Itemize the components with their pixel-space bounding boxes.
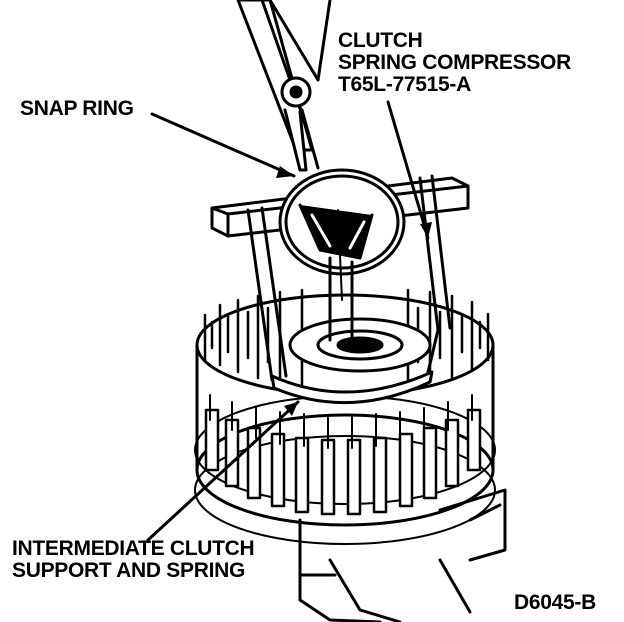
arrowheads bbox=[276, 166, 432, 416]
clutch-spring-compressor-label: CLUTCH SPRING COMPRESSOR T65L-77515-A bbox=[338, 30, 571, 96]
figure-id-label: D6045-B bbox=[514, 591, 596, 614]
clutch-spring-compressor-line-3: T65L-77515-A bbox=[338, 73, 471, 96]
clutch-spring-compressor-line-2: SPRING COMPRESSOR bbox=[338, 51, 571, 74]
leader-snap-ring bbox=[150, 112, 296, 178]
intermediate-clutch-label: INTERMEDIATE CLUTCH SUPPORT AND SPRING bbox=[12, 537, 255, 582]
intermediate-clutch-line-2: SUPPORT AND SPRING bbox=[12, 559, 246, 582]
leader-intermediate-clutch bbox=[146, 400, 300, 542]
leader-lines bbox=[146, 100, 430, 542]
snap-ring-label: SNAP RING bbox=[20, 97, 134, 120]
intermediate-clutch-line-1: INTERMEDIATE CLUTCH bbox=[12, 537, 255, 560]
leader-clutch-spring-compressor bbox=[386, 100, 430, 240]
snap-ring-pliers bbox=[236, 0, 332, 172]
spring-retainer bbox=[288, 317, 432, 373]
clutch-spring-compressor-line-1: CLUTCH bbox=[338, 29, 423, 52]
clutch-spring-compressor-tool bbox=[210, 168, 470, 405]
